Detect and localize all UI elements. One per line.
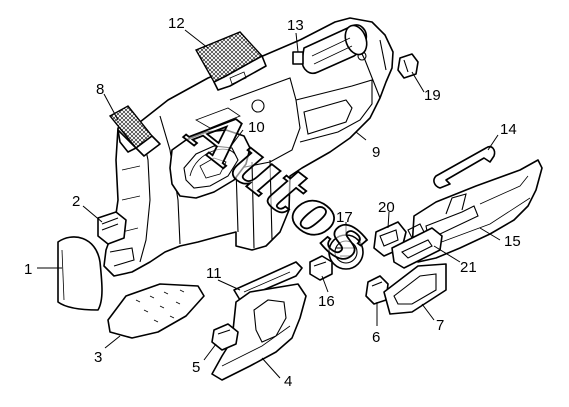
callout-8: 8 (96, 81, 104, 98)
callout-3: 3 (94, 349, 102, 366)
vent-2 (97, 211, 127, 245)
callout-16: 16 (318, 293, 335, 310)
end-cap-1 (57, 236, 103, 311)
callout-9: 9 (372, 144, 380, 161)
callout-17: 17 (336, 209, 353, 226)
callout-6: 6 (372, 329, 380, 346)
lower-cover-3 (107, 283, 205, 339)
callout-11: 11 (206, 265, 222, 282)
clip-5 (211, 323, 239, 351)
trim-frame-7 (383, 263, 447, 315)
bracket-19 (397, 53, 419, 79)
leader-lines (37, 29, 501, 379)
callout-13: 13 (287, 17, 304, 34)
callout-20: 20 (378, 199, 395, 216)
switch-frame-21 (391, 223, 443, 269)
callout-10: 10 (248, 119, 265, 136)
callout-19: 19 (424, 87, 441, 104)
callout-14: 14 (500, 121, 517, 138)
trim-strip-11 (233, 261, 303, 301)
switch-6 (365, 275, 389, 305)
callout-4: 4 (284, 373, 292, 390)
callout-labels: 1 2 3 4 5 6 7 8 9 10 11 12 13 14 15 16 1… (24, 15, 521, 390)
knob-16 (309, 255, 333, 281)
callout-12: 12 (168, 15, 185, 32)
callout-1: 1 (24, 261, 32, 278)
airbag-module (292, 24, 368, 75)
callout-21: 21 (460, 259, 477, 276)
callout-2: 2 (72, 193, 80, 210)
speaker-grille-left (108, 105, 161, 157)
callout-5: 5 (192, 359, 200, 376)
callout-7: 7 (436, 317, 444, 334)
speaker-grille-top (195, 31, 267, 91)
callout-15: 15 (504, 233, 521, 250)
glovebox-panel (411, 159, 543, 263)
knee-panel-4 (211, 283, 307, 381)
emblem-17 (328, 234, 364, 270)
